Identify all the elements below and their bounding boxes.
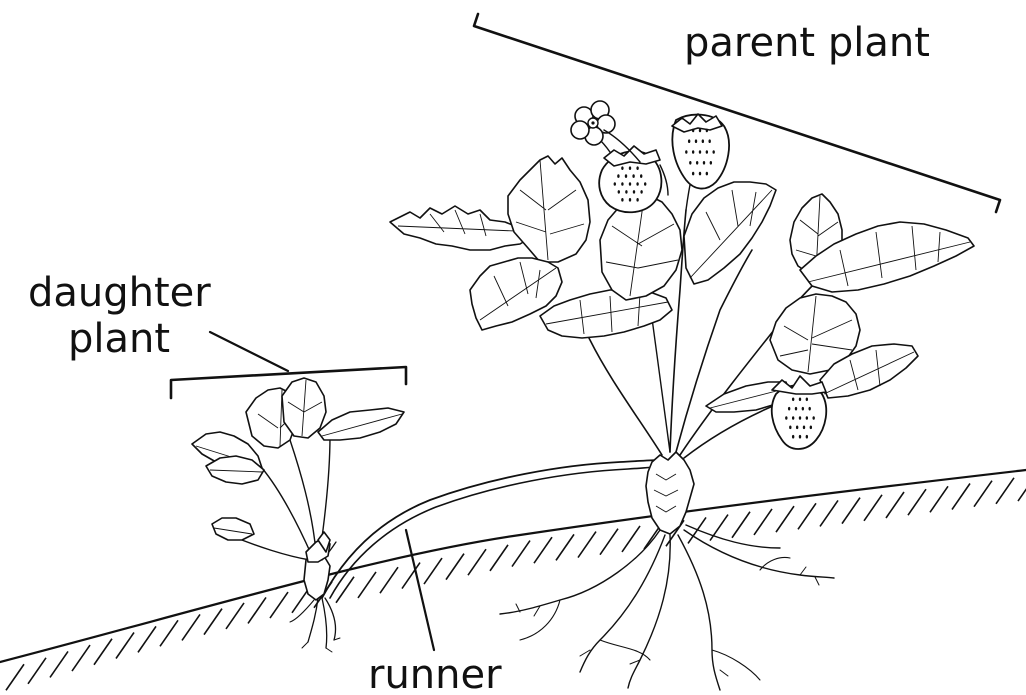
runner-leader-line <box>406 530 434 650</box>
parent-plant-label: parent plant <box>684 20 930 66</box>
runner-label: runner <box>368 652 502 695</box>
parent-crown <box>646 452 694 534</box>
parent-roots <box>500 525 834 690</box>
daughter-plant-label-line1: daughter <box>28 270 211 316</box>
daughter-plant <box>192 378 404 652</box>
ground <box>0 470 1026 690</box>
parent-leaves <box>390 156 974 412</box>
parent-plant <box>390 101 974 690</box>
daughter-plant-label-line2: plant <box>68 316 170 362</box>
